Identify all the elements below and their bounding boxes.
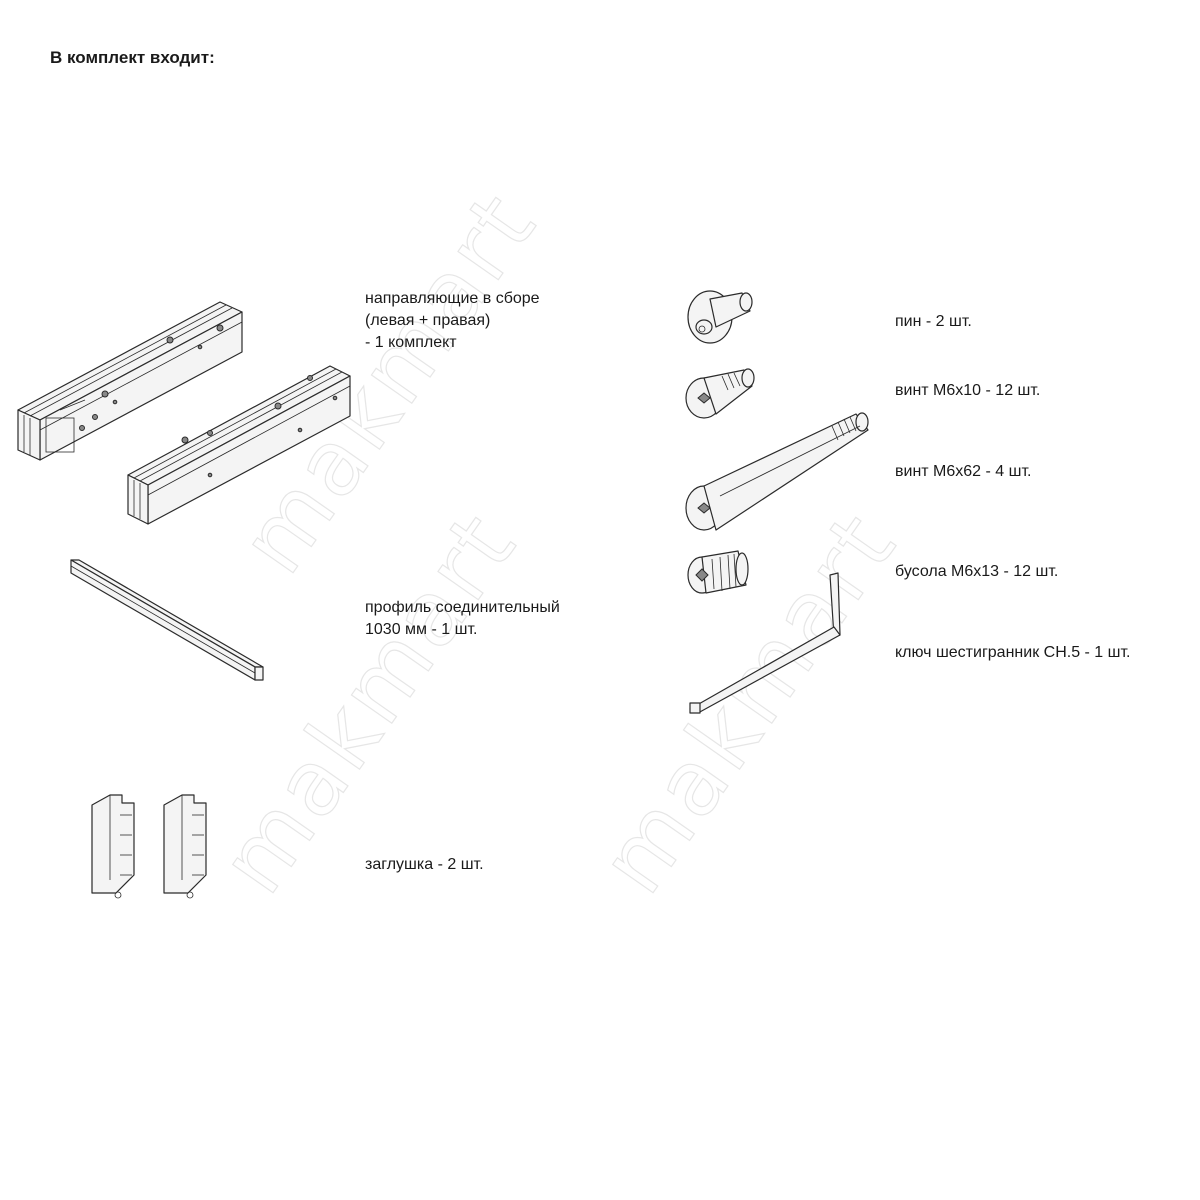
caption-line: 1030 мм - 1 шт.	[365, 621, 478, 638]
caption-line: бусола M6x13 - 12 шт.	[895, 563, 1059, 580]
page-title: В комплект входит:	[50, 48, 215, 67]
rails-caption: направляющие в сборе (левая + правая) - …	[365, 288, 540, 354]
caption-line: винт M6x62 - 4 шт.	[895, 463, 1032, 480]
cap-drawing	[80, 785, 220, 905]
hex-key-caption: ключ шестигранник CH.5 - 1 шт.	[895, 642, 1130, 664]
long-screw-drawing	[682, 408, 882, 538]
long-screw-caption: винт M6x62 - 4 шт.	[895, 461, 1031, 483]
hex-key-drawing	[682, 565, 852, 720]
profile-drawing	[65, 555, 275, 690]
caption-line: направляющие в сборе	[365, 290, 540, 307]
caption-line: профиль соединительный	[365, 599, 560, 616]
caption-line: пин - 2 шт.	[895, 313, 972, 330]
rails-drawing	[10, 290, 360, 530]
caption-line: винт M6x10 - 12 шт.	[895, 382, 1041, 399]
insert-caption: бусола M6x13 - 12 шт.	[895, 561, 1058, 583]
short-screw-drawing	[682, 366, 762, 422]
profile-caption: профиль соединительный 1030 мм - 1 шт.	[365, 597, 560, 641]
pin-drawing	[680, 285, 760, 355]
short-screw-caption: винт M6x10 - 12 шт.	[895, 380, 1040, 402]
caption-line: (левая + правая)	[365, 312, 491, 329]
cap-caption: заглушка - 2 шт.	[365, 854, 484, 876]
insert-drawing	[682, 545, 762, 605]
pin-caption: пин - 2 шт.	[895, 311, 972, 333]
caption-line: ключ шестигранник CH.5 - 1 шт.	[895, 644, 1131, 661]
caption-line: заглушка - 2 шт.	[365, 856, 484, 873]
caption-line: - 1 комплект	[365, 334, 457, 351]
